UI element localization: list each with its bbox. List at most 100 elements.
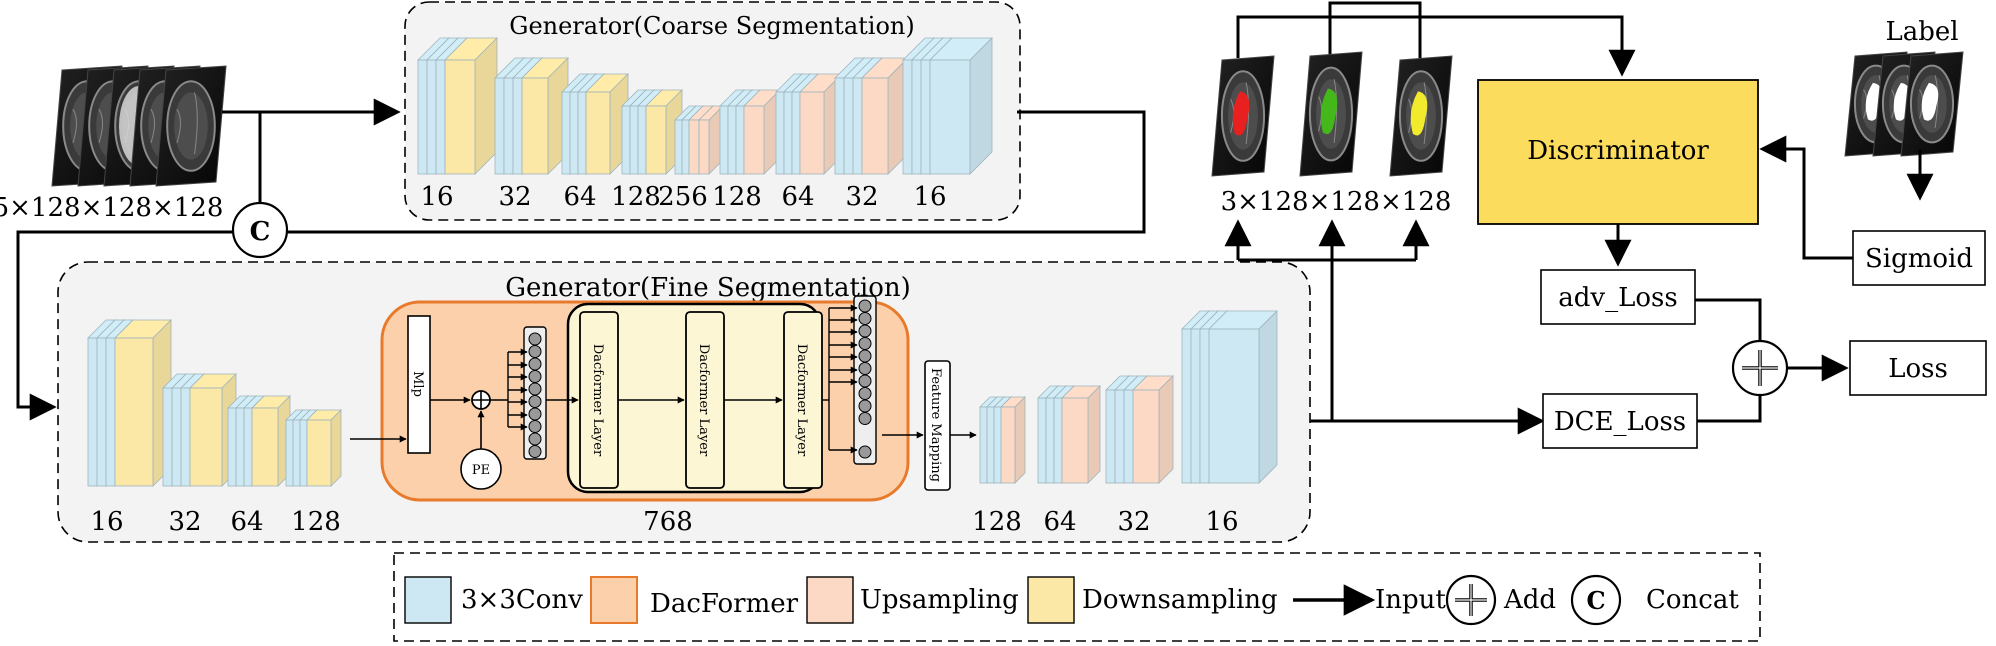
coarse-block-9-slab-3 [929, 37, 993, 175]
output-slice-red [1211, 55, 1275, 177]
fine-decoder-block-2-slab-3 [1061, 385, 1101, 484]
token-node [528, 370, 542, 383]
fine-encoder-block-3-slab-3 [251, 395, 291, 487]
output-segmentation-slices [1211, 51, 1453, 177]
coarse-block-8-slab-3 [861, 57, 909, 175]
legend-dacformer-swatch [590, 576, 638, 624]
coarse-block-4-slab-3 [645, 89, 683, 175]
legend-conv-swatch [404, 576, 452, 624]
mlp-label: Mlp [410, 371, 425, 397]
fine-encoder-block-4-slab-3 [306, 409, 342, 487]
coarse-channel-label: 16 [913, 182, 946, 212]
adv-loss-label: adv_Loss [1558, 283, 1677, 313]
fine-encoder-channel-label: 32 [168, 507, 201, 537]
coarse-channel-label: 32 [498, 182, 531, 212]
token-node [528, 332, 542, 346]
token-node [528, 357, 542, 371]
coarse-channel-label: 128 [611, 182, 661, 212]
fine-encoder-block-1-slab-3 [114, 319, 172, 487]
output-slice-green [1299, 51, 1363, 177]
legend-input-label: Input [1375, 585, 1446, 615]
token-node [528, 445, 542, 458]
coarse-channel-label: 32 [845, 182, 878, 212]
coarse-channel-label: 64 [781, 182, 814, 212]
fine-encoder-channel-label: 128 [291, 507, 341, 537]
fine-decoder-block-3-slab-3 [1132, 375, 1174, 484]
feature-mapping-block [924, 360, 951, 491]
fine-encoder-channel-label: 16 [90, 507, 123, 537]
token-node [858, 362, 872, 375]
dacformer-layer-3-label: Dacformer Layer [794, 344, 809, 457]
token-node [858, 299, 872, 313]
token-node [528, 407, 542, 421]
label-slice-3 [1900, 51, 1964, 157]
coarse-channel-label: 128 [712, 182, 762, 212]
input-slice-5 [155, 65, 227, 187]
fine-decoder-block-1-slab-3 [1000, 396, 1026, 484]
sigmoid-block [1852, 230, 1986, 286]
feature-mapping-label: Feature Mapping [928, 368, 943, 482]
token-column-right-nodes [822, 299, 872, 459]
concat-node-label: C [250, 217, 271, 247]
fine-decoder-channel-label: 32 [1117, 507, 1150, 537]
token-node [858, 445, 872, 459]
fine-encoder-channel-label: 64 [230, 507, 263, 537]
coarse-block-1-slab-3 [444, 37, 498, 175]
fine-encoder-decoder-blocks: 16 32 64 128 128 64 32 16 [87, 310, 1278, 537]
legend-concat-icon [1570, 574, 1622, 626]
token-node [858, 412, 872, 425]
token-node [858, 349, 872, 363]
loss-label: Loss [1888, 354, 1948, 384]
token-node [858, 337, 872, 350]
legend-upsampling-label: Upsampling [860, 585, 1019, 615]
token-node [528, 345, 542, 358]
token-node [528, 432, 542, 446]
discriminator-label: Discriminator [1527, 136, 1709, 166]
coarse-generator-title: Generator(Coarse Segmentation) [509, 12, 914, 40]
label-slices [1844, 51, 1964, 157]
discriminator-block [1477, 79, 1759, 225]
coarse-block-5-slab-3 [698, 105, 724, 175]
fine-decoder-block-4-slab-3 [1208, 310, 1278, 484]
dacformer-layer-1-label: Dacformer Layer [590, 344, 605, 457]
loss-block [1849, 340, 1987, 396]
legend-concat-label: Concat [1646, 585, 1739, 615]
fine-decoder-channel-label: 128 [972, 507, 1022, 537]
legend-dacformer-label: DacFormer [650, 589, 799, 619]
token-node [858, 324, 872, 338]
sigmoid-label: Sigmoid [1865, 244, 1973, 274]
token-node [858, 399, 872, 413]
token-node [528, 382, 542, 396]
adv-loss-block [1540, 269, 1696, 325]
coarse-block-2-slab-3 [521, 57, 569, 175]
legend-downsampling-label: Downsampling [1082, 585, 1278, 615]
coarse-block-6-slab-3 [743, 89, 781, 175]
input-mri-slices [51, 65, 227, 187]
label-title: Label [1885, 17, 1958, 47]
legend-conv-label: 3×3Conv [461, 585, 583, 615]
coarse-channel-label: 64 [563, 182, 596, 212]
token-node [858, 374, 872, 388]
token-node [858, 312, 872, 325]
dacformer-layer-2-label: Dacformer Layer [696, 344, 711, 457]
coarse-channel-label: 256 [658, 182, 708, 212]
token-node [528, 420, 542, 433]
legend-upsampling-swatch [806, 576, 854, 624]
dce-loss-label: DCE_Loss [1554, 407, 1686, 437]
mlp-block [407, 315, 431, 454]
embed-dim-label: 768 [643, 507, 693, 537]
legend-downsampling-swatch [1027, 576, 1075, 624]
legend-add-label: Add [1503, 585, 1556, 615]
output-dims-label: 3×128×128×128 [1221, 187, 1452, 217]
token-node [528, 395, 542, 408]
legend-concat-icon-label: C [1586, 586, 1605, 615]
pe-label: PE [472, 463, 490, 478]
coarse-channel-label: 16 [420, 182, 453, 212]
fine-decoder-channel-label: 16 [1205, 507, 1238, 537]
input-dims-label: 5×128×128×128 [0, 193, 223, 223]
fine-generator-title: Generator(Fine Segmentation) [505, 273, 911, 303]
fine-decoder-channel-label: 64 [1043, 507, 1076, 537]
token-node [858, 387, 872, 400]
